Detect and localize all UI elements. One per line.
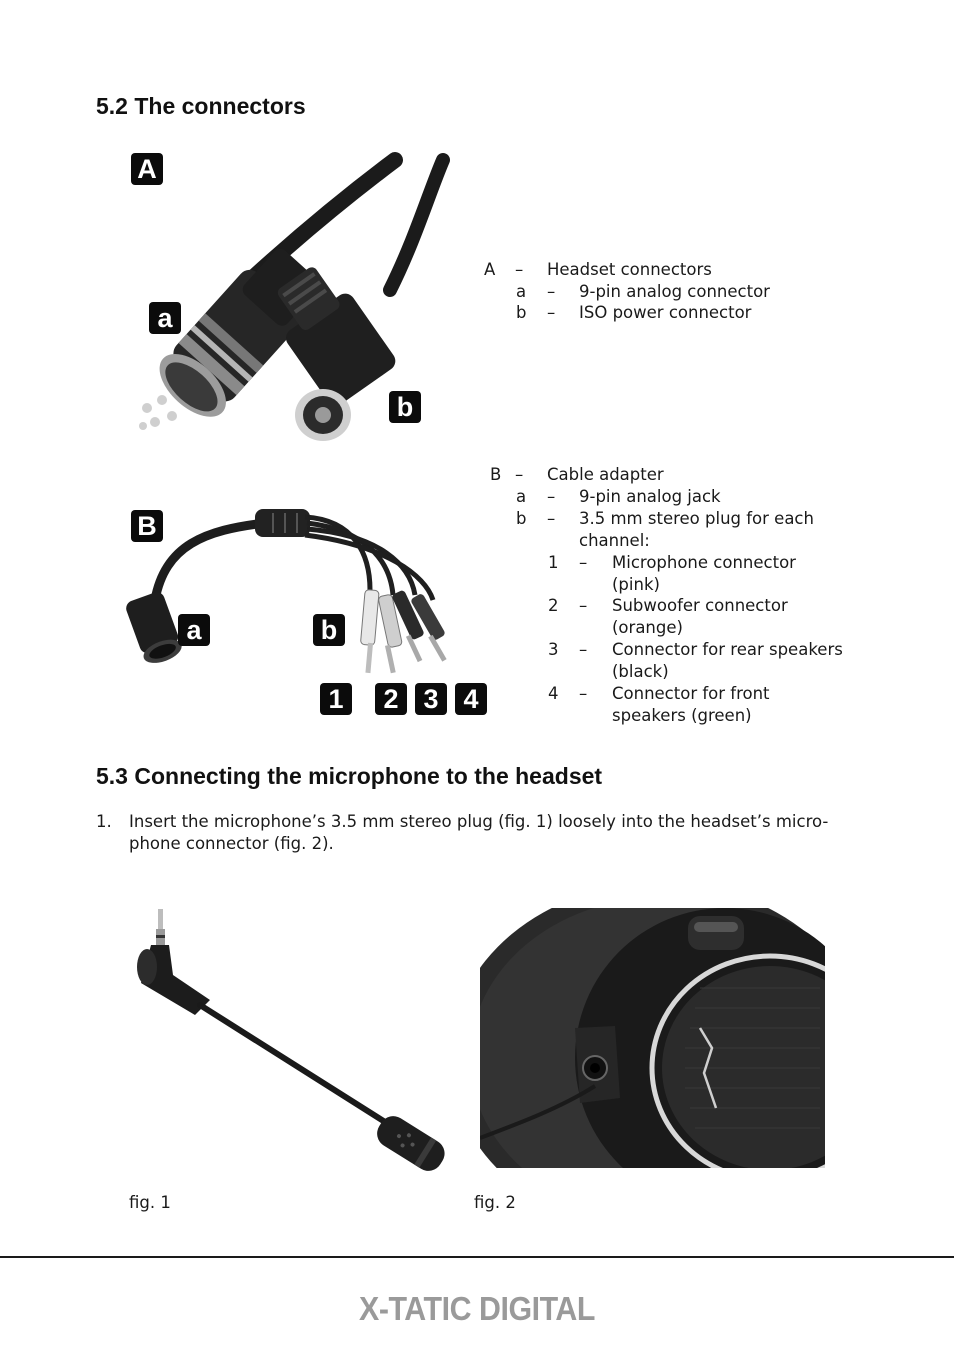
- list-key: 1: [548, 553, 559, 572]
- step-number: 1.: [96, 812, 112, 831]
- footer-divider: [0, 1256, 954, 1258]
- figure-b-number-1: 1: [320, 683, 352, 715]
- figure-caption-2: fig. 2: [474, 1193, 516, 1212]
- figure-b-number-2: 2: [375, 683, 407, 715]
- microphone-photo: [137, 909, 445, 1171]
- list-dash: –: [547, 303, 556, 322]
- list-dash: –: [547, 487, 556, 506]
- list-dash: –: [547, 509, 556, 528]
- list-text: 3.5 mm stereo plug for each: [579, 509, 814, 528]
- list-dash: –: [515, 260, 524, 279]
- list-dash: –: [579, 596, 588, 615]
- step-text: Insert the microphone’s 3.5 mm stereo pl…: [129, 812, 829, 831]
- list-text: Connector for front: [612, 684, 770, 703]
- figure-b-label-a: a: [178, 614, 210, 646]
- list-text: Microphone connector: [612, 553, 796, 572]
- figure-caption-1: fig. 1: [129, 1193, 171, 1212]
- list-dash: –: [579, 553, 588, 572]
- list-text-cont: speakers (green): [612, 706, 752, 725]
- footer-brand-logo: X-TATIC DIGITAL: [359, 1290, 595, 1327]
- list-text-cont: channel:: [579, 531, 650, 550]
- list-dash: –: [547, 282, 556, 301]
- section-title-microphone: 5.3 Connecting the microphone to the hea…: [96, 763, 603, 789]
- list-dash: –: [579, 684, 588, 703]
- list-dash: –: [515, 465, 524, 484]
- list-text: Cable adapter: [547, 465, 664, 484]
- figure-a-label: A: [131, 153, 163, 185]
- figure-b-number-3: 3: [415, 683, 447, 715]
- headset-photo: [480, 908, 825, 1168]
- list-text-cont: (pink): [612, 575, 660, 594]
- list-key: a: [516, 282, 527, 301]
- step-text-cont: phone connector (fig. 2).: [129, 834, 334, 853]
- figure-a-label-a: a: [149, 302, 181, 334]
- list-key: a: [516, 487, 527, 506]
- list-text-cont: (orange): [612, 618, 683, 637]
- list-text-cont: (black): [612, 662, 669, 681]
- list-key: A: [484, 260, 496, 279]
- list-text: 9-pin analog connector: [579, 282, 770, 301]
- list-key: B: [490, 465, 502, 484]
- headset-connectors-photo: [139, 152, 450, 441]
- figure-a-label-b: b: [389, 391, 421, 423]
- list-dash: –: [579, 640, 588, 659]
- list-key: 2: [548, 596, 559, 615]
- list-text: Connector for rear speakers: [612, 640, 843, 659]
- list-key: 3: [548, 640, 559, 659]
- list-text: Headset connectors: [547, 260, 712, 279]
- figure-b-label: B: [131, 510, 163, 542]
- list-key: b: [516, 303, 527, 322]
- list-key: 4: [548, 684, 559, 703]
- list-text: ISO power connector: [579, 303, 752, 322]
- figure-b-label-b: b: [313, 614, 345, 646]
- figure-b-number-4: 4: [455, 683, 487, 715]
- section-title-connectors: 5.2 The connectors: [96, 93, 306, 119]
- list-text: 9-pin analog jack: [579, 487, 721, 506]
- cable-adapter-photo: [126, 509, 447, 674]
- list-key: b: [516, 509, 527, 528]
- list-text: Subwoofer connector: [612, 596, 788, 615]
